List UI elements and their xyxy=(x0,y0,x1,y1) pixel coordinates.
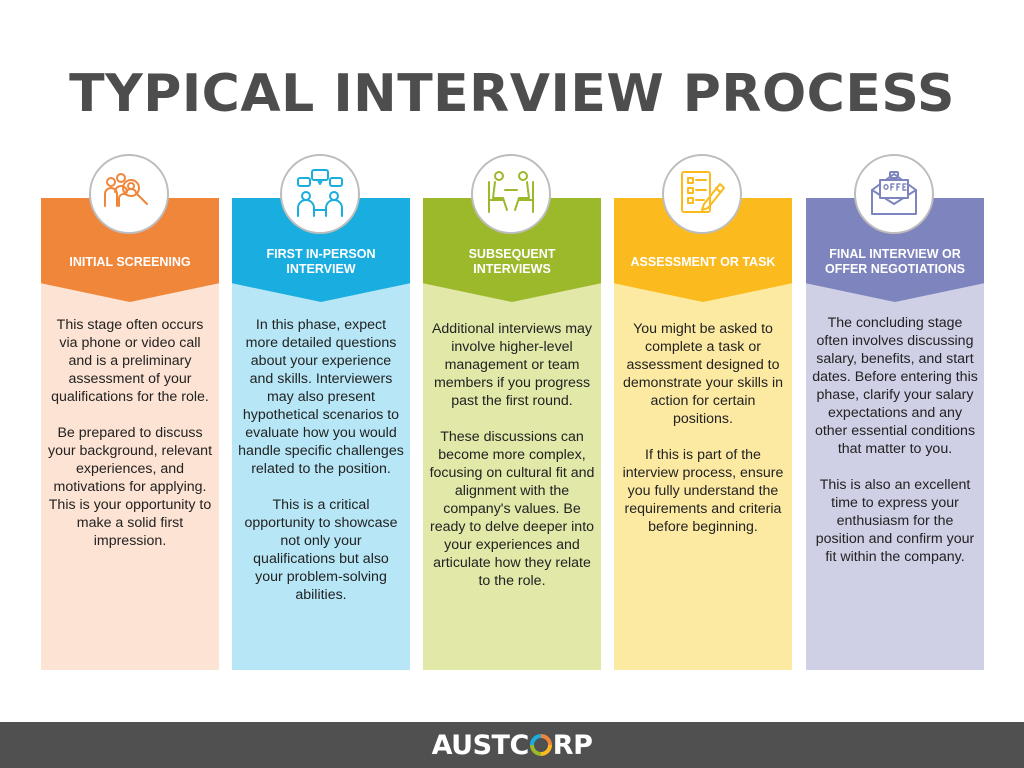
stage-assessment-or-task: ASSESSMENT OR TASK You might be asked to… xyxy=(614,154,792,670)
stage-description: You might be asked to complete a task or… xyxy=(620,320,786,536)
checklist-pencil-icon xyxy=(662,154,742,234)
stage-paragraph: You might be asked to complete a task or… xyxy=(622,321,784,427)
stage-description: The concluding stage often involves disc… xyxy=(812,314,978,566)
logo-text-end: RP xyxy=(552,729,593,761)
stage-body xyxy=(41,282,219,670)
stage-header-label: SUBSEQUENT INTERVIEWS xyxy=(468,247,556,276)
stage-paragraph: This is also an excellent time to expres… xyxy=(815,477,975,565)
stage-paragraph: Additional interviews may involve higher… xyxy=(431,321,593,409)
stage-first-in-person-interview: FIRST IN-PERSON INTERVIEW In this phase,… xyxy=(232,154,410,670)
stage-body xyxy=(232,282,410,670)
interview-chairs-icon xyxy=(471,154,551,234)
stage-header: SUBSEQUENT INTERVIEWS xyxy=(423,198,601,302)
stage-paragraph: These discussions can become more comple… xyxy=(429,429,595,589)
stage-paragraph: This stage often occurs via phone or vid… xyxy=(51,317,209,405)
stage-initial-screening: INITIAL SCREENING This stage often occur… xyxy=(41,154,219,670)
people-search-icon xyxy=(89,154,169,234)
stage-subsequent-interviews: SUBSEQUENT INTERVIEWS Additional intervi… xyxy=(423,154,601,670)
stage-body xyxy=(614,282,792,670)
stage-paragraph: In this phase, expect more detailed ques… xyxy=(238,317,404,477)
stage-header-label: FINAL INTERVIEW OR OFFER NEGOTIATIONS xyxy=(824,247,966,276)
stage-description: This stage often occurs via phone or vid… xyxy=(47,316,213,550)
page-title: TYPICAL INTERVIEW PROCESS xyxy=(69,64,955,124)
stage-paragraph: The concluding stage often involves disc… xyxy=(812,315,978,457)
stage-body xyxy=(806,282,984,670)
stage-body xyxy=(423,282,601,670)
stage-final-interview-or-offer-negotiations: FINAL INTERVIEW OR OFFER NEGOTIATIONS Th… xyxy=(806,154,984,670)
stage-paragraph: If this is part of the interview process… xyxy=(622,447,784,535)
footer-bar: AUSTC RP xyxy=(0,722,1024,768)
offer-envelope-icon xyxy=(854,154,934,234)
ring-logo-icon xyxy=(529,734,552,756)
stage-description: In this phase, expect more detailed ques… xyxy=(238,316,404,604)
stage-paragraph: This is a critical opportunity to showca… xyxy=(244,497,398,603)
conversation-icon xyxy=(280,154,360,234)
logo-text-start: AUSTC xyxy=(431,729,530,761)
stage-header-label: ASSESSMENT OR TASK xyxy=(630,254,776,269)
austcorp-logo: AUSTC RP xyxy=(0,722,1024,768)
stage-description: Additional interviews may involve higher… xyxy=(429,320,595,590)
stage-paragraph: Be prepared to discuss your background, … xyxy=(47,425,213,549)
stage-header-label: FIRST IN-PERSON INTERVIEW xyxy=(266,247,376,276)
stage-header-label: INITIAL SCREENING xyxy=(69,254,191,269)
